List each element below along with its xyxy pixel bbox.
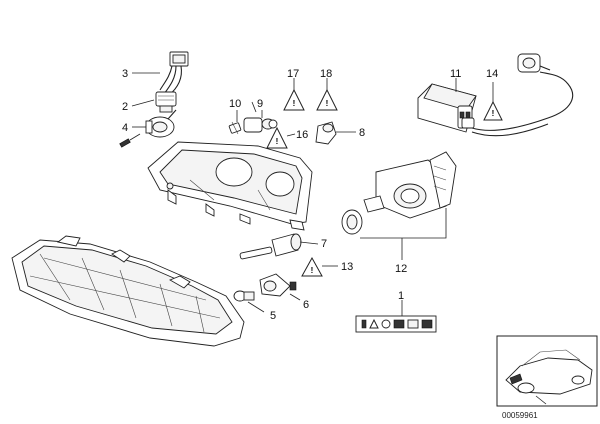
warning-triangle-icon: ! (301, 256, 338, 277)
callout-1: 1 (398, 290, 404, 302)
warning-triangle-icon: ! (316, 78, 338, 111)
svg-text:!: ! (492, 109, 495, 118)
bulb-part-4 (119, 109, 177, 148)
bulb-holder-part-9 (243, 110, 278, 133)
warning-triangle-icon: ! (483, 82, 503, 121)
callout-4: 4 (122, 122, 128, 134)
plug-connector-part-3 (159, 51, 189, 97)
svg-text:!: ! (311, 266, 314, 275)
callout-12: 12 (395, 263, 407, 275)
svg-text:!: ! (276, 137, 279, 146)
callout-6: 6 (303, 299, 309, 311)
igniter-bracket-part-12 (341, 151, 457, 260)
cable-harness-part-14 (461, 53, 574, 137)
callout-10: 10 (229, 98, 241, 110)
callout-17: 17 (287, 68, 299, 80)
svg-text:!: ! (326, 99, 329, 108)
control-unit-part-11 (417, 78, 477, 133)
svg-text:!: ! (293, 99, 296, 108)
headlight-lens-assembly (11, 235, 245, 347)
leader-lines (131, 72, 257, 128)
bulb-part-5 (233, 290, 265, 313)
callout-18: 18 (320, 68, 332, 80)
callout-16: 16 (296, 129, 308, 141)
diagram-code: 00059961 (502, 411, 538, 420)
callout-7: 7 (321, 238, 327, 250)
xenon-bulb-part-7 (239, 233, 319, 260)
bulb-holder-part-8 (315, 121, 356, 145)
warning-triangle-icon: ! (283, 78, 305, 111)
callout-14: 14 (486, 68, 498, 80)
warning-triangle-icon: ! (266, 126, 296, 149)
callout-9: 9 (257, 98, 263, 110)
bulb-socket-part-2 (155, 91, 177, 113)
callout-11: 11 (450, 68, 461, 80)
bulb-part-10 (228, 110, 242, 135)
car-thumbnail-icon (496, 335, 598, 407)
callout-13: 13 (341, 261, 353, 273)
callout-8: 8 (359, 127, 365, 139)
callout-5: 5 (270, 310, 276, 322)
headlight-housing (147, 141, 313, 231)
label-sheet-icon (355, 300, 437, 333)
bulb-socket-part-6 (259, 273, 301, 301)
callout-2: 2 (122, 101, 128, 113)
callout-3: 3 (122, 68, 128, 80)
